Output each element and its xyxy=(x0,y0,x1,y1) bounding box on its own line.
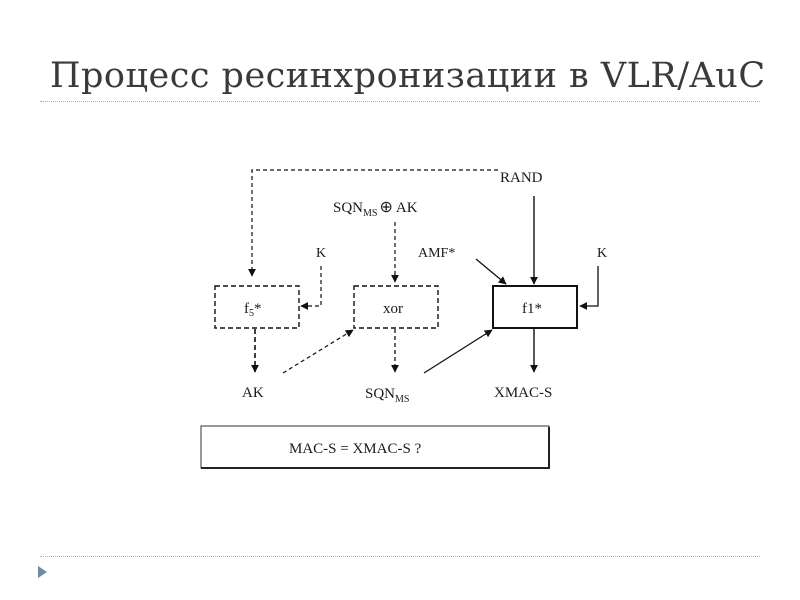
sqn-xor-ak-tail: AK xyxy=(396,200,418,216)
sqn-xor-ak-base: SQN xyxy=(333,200,363,216)
rand-to-f5-dashed-line xyxy=(248,169,498,277)
ak-output-label: AK xyxy=(242,385,264,401)
f5-block xyxy=(214,285,300,329)
slide-bullet-arrow-icon xyxy=(38,566,47,578)
k-to-f1-arrow xyxy=(579,266,599,310)
f5-sub: 5 xyxy=(249,308,254,319)
comparison-label: MAC-S = XMAC-S ? xyxy=(289,441,422,457)
f5-base: f xyxy=(244,301,249,317)
xor-block-label: xor xyxy=(383,301,403,317)
sqn-output-base: SQN xyxy=(365,386,395,402)
xor-operator-icon: ⊕ xyxy=(379,199,392,216)
k-left-label: K xyxy=(316,246,326,261)
k-right-label: K xyxy=(597,246,607,261)
xmac-output-label: XMAC-S xyxy=(494,385,552,401)
sqn-to-f1-arrow xyxy=(423,329,493,374)
f1-block xyxy=(492,285,578,329)
f5-tail: * xyxy=(254,301,262,317)
sqn-output-label: SQNMS xyxy=(365,386,409,405)
amf-to-f1-arrow xyxy=(475,258,507,285)
xor-block xyxy=(353,285,439,329)
sqn-xor-ak-sub: MS xyxy=(363,208,377,219)
ak-to-xor-arrow xyxy=(282,329,354,374)
f1-block-label: f1* xyxy=(522,301,542,317)
sqn-xor-ak-label: SQNMS⊕AK xyxy=(333,199,418,219)
amf-label: AMF* xyxy=(418,246,455,261)
k-to-f5-arrow xyxy=(300,266,322,310)
title-divider xyxy=(40,101,760,102)
sqn-output-sub: MS xyxy=(395,394,409,405)
f5-block-label: f5* xyxy=(244,301,262,319)
rand-label: RAND xyxy=(500,170,543,186)
slide-title: Процесс ресинхронизации в VLR/AuC xyxy=(50,56,766,96)
footer-divider xyxy=(40,556,760,557)
